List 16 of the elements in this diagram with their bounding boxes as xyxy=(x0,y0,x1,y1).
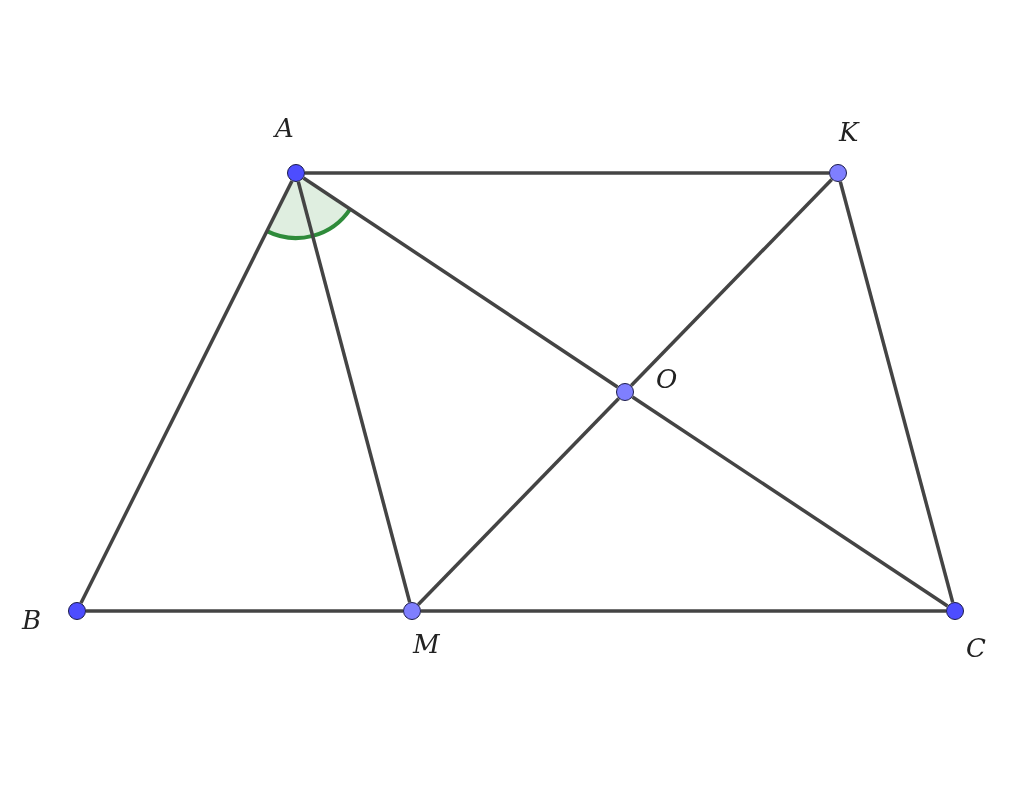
line-segment xyxy=(630,178,833,387)
point-label: O xyxy=(656,366,678,392)
line-segment xyxy=(421,609,946,613)
line-segment xyxy=(302,176,619,389)
line-segment xyxy=(631,395,949,608)
line-segment xyxy=(86,609,403,613)
point-label: K xyxy=(839,119,859,145)
line-segment xyxy=(305,171,829,175)
point-label: B xyxy=(22,607,42,633)
point-label: M xyxy=(413,631,440,657)
line-segment xyxy=(417,397,620,606)
line-segment xyxy=(838,181,955,603)
line-segment xyxy=(296,181,412,603)
point-label: A xyxy=(275,115,294,141)
line-segment xyxy=(79,180,294,604)
point-label: C xyxy=(966,635,986,661)
